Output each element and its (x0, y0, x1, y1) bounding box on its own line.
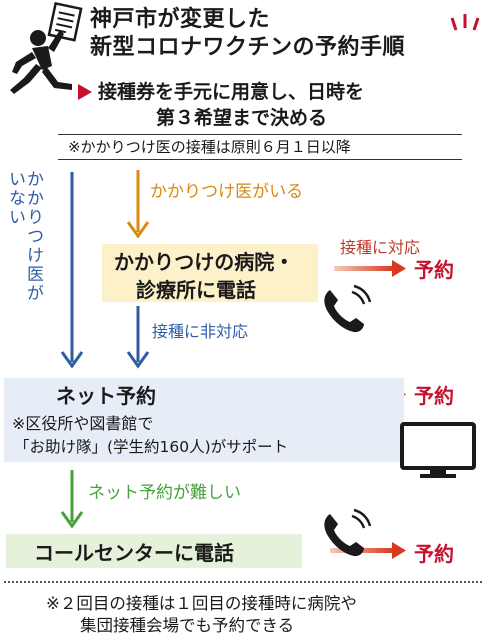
phone-icon (324, 508, 372, 557)
footer-line1: ※２回目の接種は１回目の接種時に病院や (46, 594, 357, 613)
divider-lower (58, 159, 462, 160)
step-line2: 第３希望まで決める (156, 107, 328, 129)
label-supported: 接種に対応 (340, 238, 421, 257)
clinic-box (102, 244, 318, 302)
clinic-box-line2: 診療所に電話 (136, 278, 256, 302)
label-has-doctor: かかりつけ医がいる (150, 182, 304, 202)
page-title-line2: 新型コロナワクチンの予約手順 (90, 35, 406, 60)
footer-line2: 集団接種会場でも予約できる (80, 616, 295, 635)
phone-icon (324, 284, 372, 333)
accent-marks-icon (450, 14, 480, 31)
reserve-label-3: 予約 (414, 542, 454, 566)
bullet-triangle-icon (78, 84, 92, 100)
net-box-note1: ※区役所や図書館で (12, 414, 154, 433)
footer-separator (4, 581, 482, 583)
monitor-icon (400, 422, 476, 478)
divider-upper (58, 134, 462, 135)
label-not-supported: 接種に非対応 (152, 322, 249, 341)
doctor-note: ※かかりつけ医の接種は原則６月１日以降 (68, 138, 351, 156)
net-box-title: ネット予約 (56, 384, 156, 408)
step-line1: 接種券を手元に用意し、日時を (98, 81, 365, 103)
net-box-note2: 「お助け隊」(学生約160人)がサポート (14, 438, 289, 456)
label-net-difficult: ネット予約が難しい (88, 483, 241, 503)
call-center-box (6, 534, 302, 568)
reserve-label-1: 予約 (414, 258, 454, 282)
running-person-icon (10, 1, 83, 94)
page-title-line1: 神戸市が変更した (90, 7, 271, 32)
clinic-box-line1: かかりつけの病院・ (114, 250, 295, 274)
label-no-doctor-text: かかりつけ医がいない (5, 170, 43, 303)
net-box (4, 378, 404, 462)
reserve-label-2: 予約 (414, 384, 454, 408)
call-center-box-label: コールセンターに電話 (34, 541, 234, 565)
label-no-doctor: かかりつけ医がいない (5, 170, 43, 310)
